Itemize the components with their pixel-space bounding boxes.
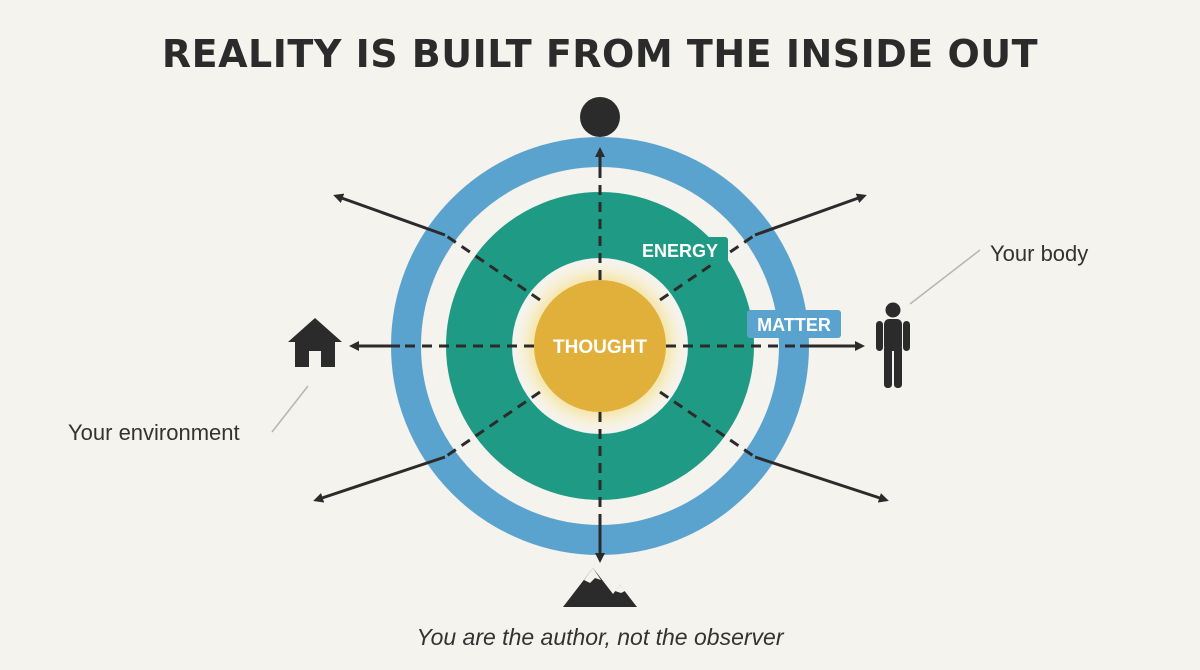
arrow-down-right — [754, 455, 889, 503]
body-leader-line — [909, 249, 981, 305]
mountain-icon — [563, 568, 637, 607]
matter-label: MATTER — [757, 315, 831, 335]
caption: You are the author, not the observer — [416, 624, 784, 650]
environment-leader-line — [271, 385, 309, 433]
thought-label: THOUGHT — [553, 337, 647, 358]
ray-ll-dashed — [444, 390, 541, 459]
person-icon — [876, 302, 910, 388]
ray-ur-dashed — [659, 233, 756, 302]
environment-label: Your environment — [68, 420, 240, 445]
thought-core — [534, 280, 666, 412]
ray-ul-dashed — [444, 233, 541, 302]
body-label: Your body — [990, 241, 1089, 266]
house-icon — [288, 318, 342, 367]
energy-label-group: ENERGY — [632, 237, 728, 264]
arrow-up-left — [333, 193, 446, 237]
arrow-up-right — [754, 193, 867, 237]
circle-icon — [580, 97, 620, 137]
dashed-rays — [400, 178, 800, 518]
ray-lr-dashed — [659, 390, 756, 459]
arrow-down-left — [313, 455, 446, 503]
solid-arrows — [313, 147, 889, 563]
energy-label: ENERGY — [642, 241, 718, 261]
matter-label-group: MATTER — [747, 310, 841, 338]
page-title: REALITY IS BUILT FROM THE INSIDE OUT — [161, 32, 1039, 76]
